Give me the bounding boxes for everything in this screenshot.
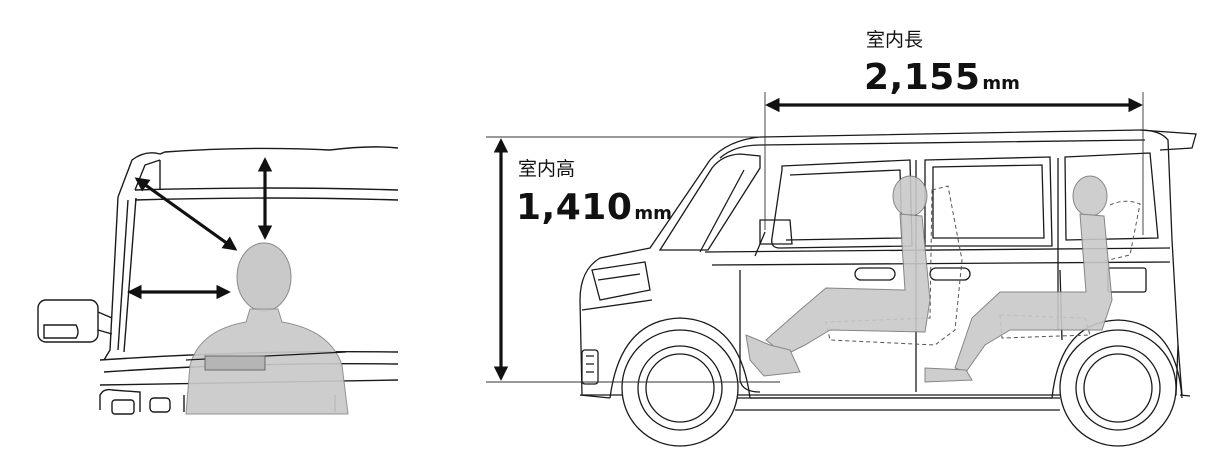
seated-person-silhouette bbox=[185, 242, 349, 415]
side-person-front bbox=[745, 175, 931, 377]
interior-height-value: 1,410 bbox=[516, 187, 633, 228]
interior-length-label: 室内長 bbox=[866, 29, 924, 51]
dimension-reference-lines bbox=[486, 92, 1144, 383]
side-person-rear bbox=[924, 175, 1113, 383]
interior-length-value: 2,155 bbox=[864, 57, 981, 98]
headroom-arrows bbox=[127, 157, 273, 300]
interior-height-unit: mm bbox=[634, 203, 672, 224]
dimension-arrow bbox=[493, 97, 1143, 381]
interior-length-unit: mm bbox=[982, 73, 1020, 94]
interior-height-label: 室内高 bbox=[518, 158, 576, 180]
